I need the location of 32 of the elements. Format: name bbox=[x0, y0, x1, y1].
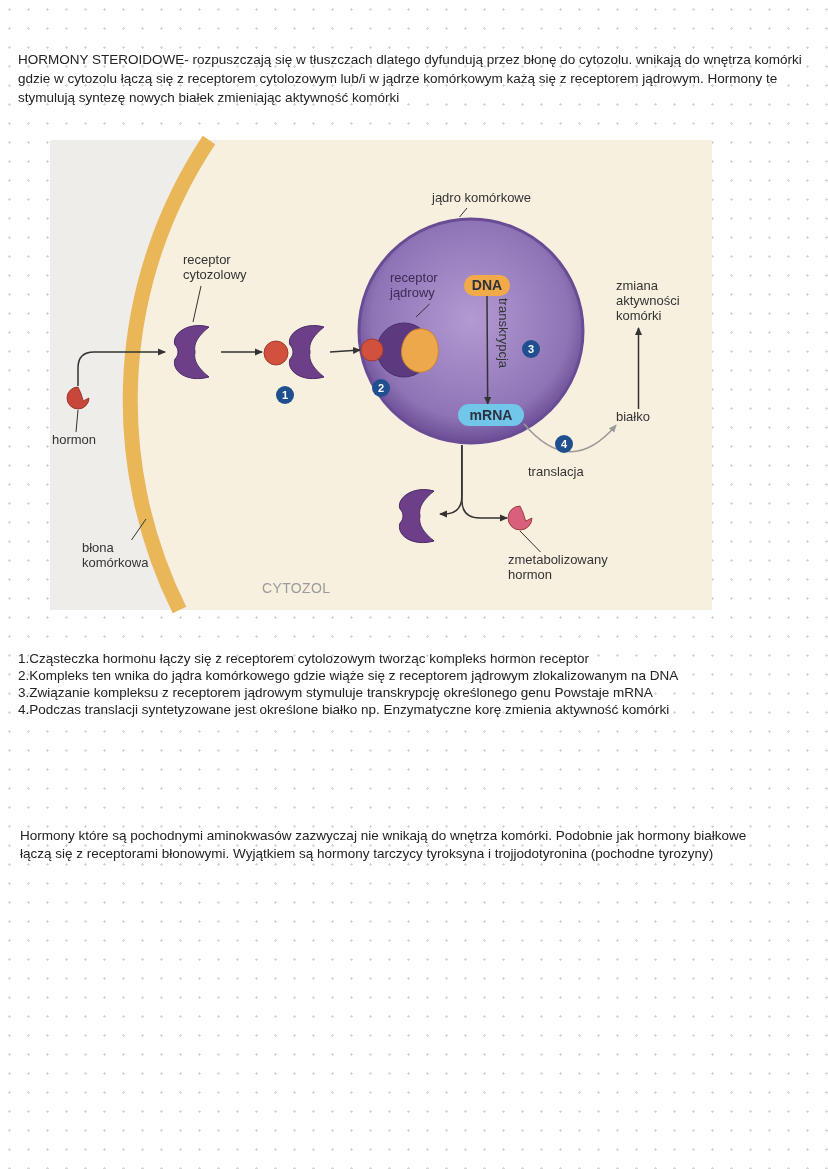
callout-label: jądro komórkowe bbox=[432, 190, 532, 205]
leader-line bbox=[459, 207, 468, 218]
edge-label: transkrypcja bbox=[496, 298, 511, 369]
callout-label: receptor cytozolowy bbox=[183, 252, 248, 282]
arrow bbox=[461, 444, 508, 522]
callout-label: receptor jądrowy bbox=[390, 270, 439, 300]
leader-line bbox=[131, 518, 147, 541]
callout-label: białko bbox=[616, 409, 651, 424]
paragraph-text: 3.Związanie kompleksu z receptorem jądrowym stymuluje transkrypcję określonego genu Powstaje mRNA bbox=[18, 685, 654, 701]
leader-line bbox=[75, 409, 79, 433]
mrna-label: mRNA bbox=[458, 404, 524, 426]
edge-label: translacja bbox=[528, 464, 584, 479]
leader-line bbox=[519, 530, 541, 553]
callout-label: hormon bbox=[52, 432, 98, 447]
arrow bbox=[220, 348, 263, 356]
region-label: CYTOZOL bbox=[262, 579, 331, 598]
dna-label: DNA bbox=[464, 275, 510, 296]
paragraph-text: HORMONY STEROIDOWE- rozpuszczają się w tłuszczach dlatego dyfundują przez błonę do cytozolu. wnikają do wnętrza komórki gdzie w cytozolu łączą się z receptorem cytolozowym lub/i w jądrze komórkowym każą się z receptorem jądrowym. Hormony te stymulują syntezę nowych białek zmieniając aktywność komórki bbox=[18, 51, 803, 107]
callout-label: zmetabolizowany hormon bbox=[508, 552, 609, 582]
callout-label: błona komórkowa bbox=[82, 540, 150, 570]
leader-line bbox=[192, 285, 202, 323]
callout-label: zmiana aktywności komórki bbox=[616, 278, 681, 323]
arrow bbox=[523, 423, 617, 453]
paragraph-text: Hormony które są pochodnymi aminokwasów zazwyczaj nie wnikają do wnętrza komórki. Podobnie jak hormony białkowe łączą się z receptorami błonowymi. Wyjątkiem są hormony tarczycy tyroksyna i trojjodotyronina (pochodne tyrozyny) bbox=[20, 827, 748, 863]
leader-line bbox=[415, 303, 431, 318]
arrow bbox=[329, 346, 361, 354]
arrow bbox=[484, 295, 492, 405]
paragraph-text: 1.Cząsteczka hormonu łączy się z receptorem cytolozowym tworząc kompleks hormon receptor bbox=[18, 651, 590, 667]
paragraph-text: 4.Podczas translacji syntetyzowane jest określone białko np. Enzymatyczne korę zmienia aktywność komórki bbox=[18, 702, 671, 718]
arrow bbox=[635, 327, 642, 410]
paragraph-text: 2.Kompleks ten wnika do jądra komórkowego gdzie wiąże się z receptorem jądrowym zlokalizowanym na DNA bbox=[18, 668, 680, 684]
arrow bbox=[77, 348, 166, 387]
